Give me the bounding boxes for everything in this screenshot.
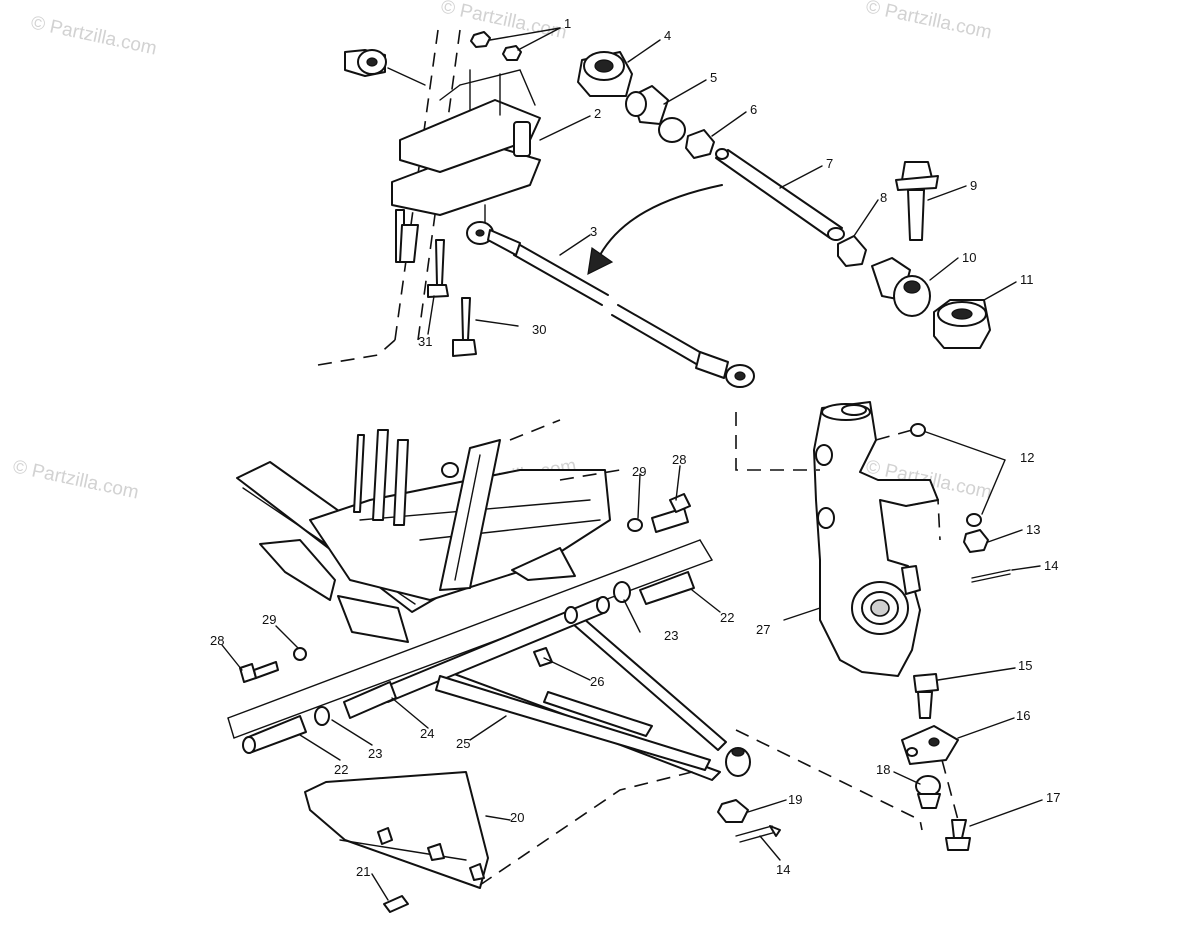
callout-24: 24 (420, 726, 434, 741)
adjuster-parts (577, 51, 991, 349)
callout-18: 18 (876, 762, 890, 777)
callout-21: 21 (356, 864, 370, 879)
callout-13: 13 (1026, 522, 1040, 537)
leader-lines (221, 27, 1043, 901)
callout-6: 6 (750, 102, 757, 117)
callout-31: 31 (418, 334, 432, 349)
callout-3: 3 (590, 224, 597, 239)
callout-19: 19 (788, 792, 802, 807)
callout-22-left: 22 (334, 762, 348, 777)
callout-23-left: 23 (368, 746, 382, 761)
callout-11: 11 (1020, 272, 1034, 287)
watermark-mid-left: © Partzilla.com (11, 456, 141, 503)
skid-plate-group (304, 769, 701, 913)
callout-labels: 1 2 3 4 5 6 7 8 9 10 11 12 13 14 14 15 1… (210, 16, 1060, 879)
callout-27: 27 (756, 622, 770, 637)
callout-30: 30 (532, 322, 546, 337)
callout-28-left: 28 (210, 633, 224, 648)
callout-16: 16 (1016, 708, 1030, 723)
callout-9: 9 (970, 178, 977, 193)
callout-25: 25 (456, 736, 470, 751)
callout-15: 15 (1018, 658, 1032, 673)
callout-2: 2 (594, 106, 601, 121)
callout-5: 5 (710, 70, 717, 85)
steering-column-group (317, 29, 541, 366)
callout-14-upper: 14 (1044, 558, 1058, 573)
callout-29-right: 29 (632, 464, 646, 479)
callout-17: 17 (1046, 790, 1060, 805)
callout-20: 20 (510, 810, 524, 825)
frame-group (236, 419, 621, 643)
watermark-top-right: © Partzilla.com (864, 0, 994, 44)
callout-4: 4 (664, 28, 671, 43)
callout-8: 8 (880, 190, 887, 205)
callout-23-right: 23 (664, 628, 678, 643)
callout-29-left: 29 (262, 612, 276, 627)
callout-26: 26 (590, 674, 604, 689)
tie-rod-assembly (466, 184, 755, 388)
a-arm-group (227, 493, 781, 843)
callout-10: 10 (962, 250, 976, 265)
callout-1: 1 (564, 16, 571, 31)
callout-14-lower: 14 (776, 862, 790, 877)
callout-22-right: 22 (720, 610, 734, 625)
watermark-top-left: © Partzilla.com (29, 12, 159, 59)
callout-7: 7 (826, 156, 833, 171)
spindle-group (735, 401, 1011, 851)
callout-28-right: 28 (672, 452, 686, 467)
callout-12: 12 (1020, 450, 1034, 465)
